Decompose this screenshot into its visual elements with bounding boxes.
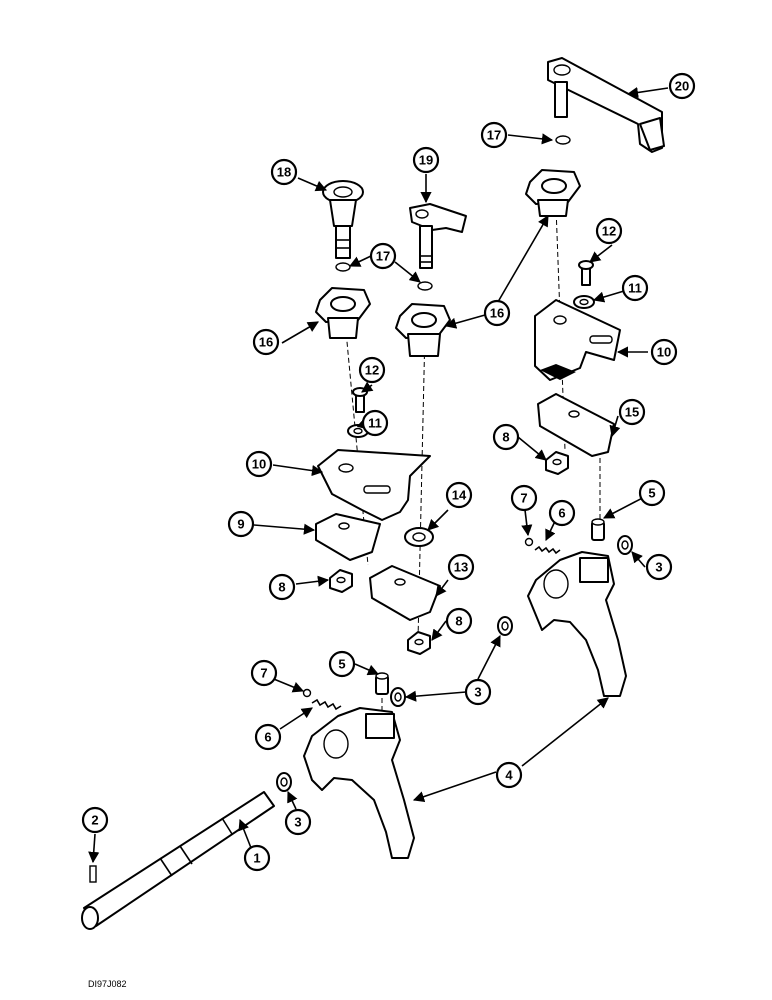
svg-text:12: 12: [602, 224, 616, 239]
callout-6-a: 6: [254, 723, 282, 751]
part-2-roll-pin: [89, 865, 97, 883]
callout-6-b: 6: [548, 499, 576, 527]
svg-text:3: 3: [474, 685, 481, 700]
callout-1: 1: [243, 844, 271, 872]
part-3-snap-rings: [276, 535, 633, 792]
part-7-balls: [302, 537, 534, 698]
svg-text:8: 8: [278, 580, 285, 595]
callout-3-a: 3: [284, 808, 312, 836]
callout-12-b: 12: [595, 217, 623, 245]
svg-text:19: 19: [419, 153, 433, 168]
callout-11-a: 11: [361, 409, 389, 437]
svg-text:16: 16: [259, 335, 273, 350]
callout-18: 18: [270, 158, 298, 186]
callout-8-b: 8: [445, 607, 473, 635]
part-16-bosses: [315, 169, 581, 357]
svg-text:5: 5: [648, 486, 655, 501]
callout-4: 4: [495, 761, 523, 789]
callout-7-a: 7: [250, 659, 278, 687]
svg-text:10: 10: [252, 457, 266, 472]
svg-text:13: 13: [454, 560, 468, 575]
callout-12-a: 12: [358, 356, 386, 384]
callout-8-c: 8: [492, 423, 520, 451]
callout-9: 9: [227, 510, 255, 538]
svg-text:3: 3: [655, 560, 662, 575]
callout-5-a: 5: [328, 650, 356, 678]
part-10-plates: [317, 299, 621, 521]
callout-16-a: 16: [252, 328, 280, 356]
svg-text:1: 1: [253, 851, 260, 866]
part-6-springs: [311, 545, 561, 711]
svg-text:7: 7: [520, 491, 527, 506]
callout-15: 15: [618, 398, 646, 426]
callout-10-b: 10: [650, 338, 678, 366]
svg-text:6: 6: [264, 730, 271, 745]
svg-text:11: 11: [628, 281, 642, 296]
callout-2: 2: [81, 806, 109, 834]
callout-5-b: 5: [638, 479, 666, 507]
part-8-nuts: [329, 451, 569, 655]
part-4-shift-forks: [303, 551, 627, 859]
part-17-washers: [335, 135, 571, 291]
figure-reference: DI97J082: [88, 979, 127, 989]
callout-20: 20: [668, 72, 696, 100]
svg-text:2: 2: [91, 813, 98, 828]
svg-text:7: 7: [260, 666, 267, 681]
callout-8-a: 8: [268, 573, 296, 601]
callout-13: 13: [447, 553, 475, 581]
callout-17-a: 17: [369, 242, 397, 270]
part-20-lever: [547, 57, 665, 153]
part-14-washer: [404, 527, 434, 547]
callout-3-c: 3: [645, 553, 673, 581]
svg-text:6: 6: [558, 506, 565, 521]
part-5-dowels: [375, 518, 605, 695]
callout-7-b: 7: [510, 484, 538, 512]
svg-text:4: 4: [505, 768, 513, 783]
svg-text:17: 17: [487, 128, 501, 143]
callout-19: 19: [412, 146, 440, 174]
svg-text:20: 20: [675, 79, 689, 94]
callout-10-a: 10: [245, 450, 273, 478]
part-9-block: [315, 513, 381, 561]
part-1-shaft: [81, 791, 275, 930]
svg-text:8: 8: [455, 614, 462, 629]
svg-text:18: 18: [277, 165, 291, 180]
svg-text:16: 16: [490, 306, 504, 321]
svg-text:9: 9: [237, 517, 244, 532]
part-13-block: [369, 565, 441, 621]
callout-16-b: 16: [483, 299, 511, 327]
callout-3-b: 3: [464, 678, 492, 706]
part-15-block: [537, 393, 615, 457]
svg-text:11: 11: [368, 416, 382, 431]
part-19-pin: [409, 203, 467, 269]
svg-text:12: 12: [365, 363, 379, 378]
svg-text:14: 14: [452, 488, 467, 503]
svg-text:8: 8: [502, 430, 509, 445]
svg-text:10: 10: [657, 345, 671, 360]
callout-11-b: 11: [621, 274, 649, 302]
callout-17-b: 17: [480, 121, 508, 149]
callout-14: 14: [445, 481, 473, 509]
svg-text:5: 5: [338, 657, 345, 672]
svg-text:17: 17: [376, 249, 390, 264]
svg-text:3: 3: [294, 815, 301, 830]
part-18-pin: [322, 180, 364, 259]
svg-text:15: 15: [625, 405, 639, 420]
